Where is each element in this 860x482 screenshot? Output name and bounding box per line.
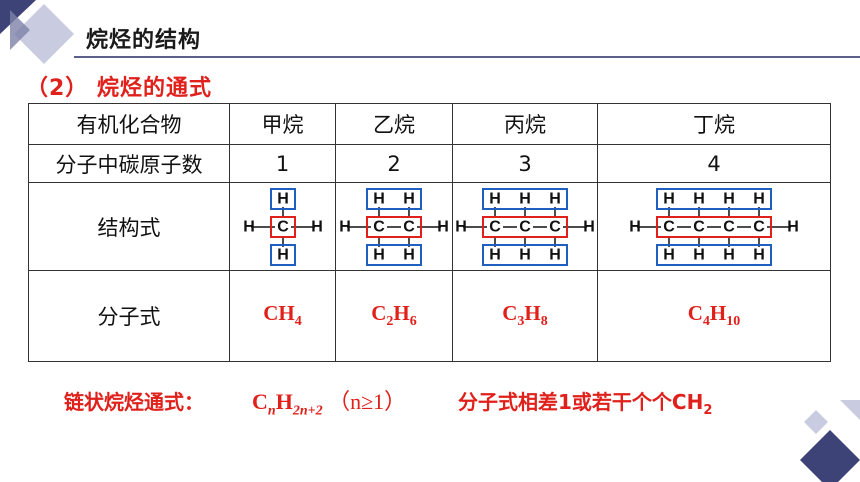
atom-label: H [519, 246, 531, 263]
atom-label: H [787, 218, 799, 235]
carbon-box [269, 215, 296, 238]
atom-label: H [549, 246, 561, 263]
atom-label: H [489, 246, 501, 263]
atom-label: H [663, 190, 675, 207]
molecular-formula: C2H6 [371, 301, 417, 330]
atom-label: H [339, 218, 351, 235]
carbon-count: 4 [597, 144, 831, 183]
atom-label: H [403, 246, 415, 263]
table-row: 分子中碳原子数 1 2 3 4 [28, 144, 831, 183]
atom-label: C [693, 218, 705, 235]
atom-label: H [753, 190, 765, 207]
atom-label: C [753, 218, 765, 235]
atom-label: H [519, 190, 531, 207]
atom-label: H [403, 190, 415, 207]
compound-name: 甲烷 [229, 103, 336, 145]
atom-label: C [373, 218, 385, 235]
atom-label: H [489, 190, 501, 207]
row-header-structure: 结构式 [28, 182, 230, 271]
molecular-formula: C3H8 [502, 301, 548, 330]
hydrogen-box [269, 243, 296, 266]
homolog-note: 分子式相差1或若干个个CH2 [458, 390, 713, 418]
row-header-molecular-formula: 分子式 [28, 270, 230, 362]
atom-label: H [723, 246, 735, 263]
carbon-count: 3 [452, 144, 598, 183]
page-title: 烷烃的结构 [86, 28, 202, 53]
hydrogen-box [269, 187, 296, 210]
atom-label: C [549, 218, 561, 235]
compound-name: 丙烷 [452, 103, 598, 145]
compound-name: 乙烷 [335, 103, 453, 145]
atom-label: C [277, 218, 289, 235]
molecular-formula: CH4 [263, 301, 302, 330]
atom-label: C [489, 218, 501, 235]
hydrogen-box [366, 243, 422, 266]
carbon-box [366, 215, 422, 238]
table-row: 分子式 CH4 C2H6 C3H8 C4H10 [28, 270, 831, 362]
atom-label: H [373, 190, 385, 207]
atom-label: H [455, 218, 467, 235]
corner-decoration-top-left [0, 0, 74, 64]
atom-label: H [277, 190, 289, 207]
atom-label: H [753, 246, 765, 263]
atom-label: H [723, 190, 735, 207]
carbon-box [482, 215, 568, 238]
row-header-compound: 有机化合物 [28, 103, 230, 145]
carbon-count: 2 [335, 144, 453, 183]
compound-name: 丁烷 [597, 103, 831, 145]
atom-label: H [437, 218, 449, 235]
hydrogen-box [366, 187, 422, 210]
atom-label: C [663, 218, 675, 235]
atom-label: H [277, 246, 289, 263]
atom-label: H [549, 190, 561, 207]
atom-label: C [403, 218, 415, 235]
hydrogen-box [656, 243, 772, 266]
atom-label: H [629, 218, 641, 235]
atom-label: H [243, 218, 255, 235]
carbon-box [656, 215, 772, 238]
atom-label: C [519, 218, 531, 235]
table-row: 有机化合物 甲烷 乙烷 丙烷 丁烷 [28, 103, 831, 145]
general-formula-label: 链状烷烃通式： [64, 390, 204, 414]
hydrogen-box [482, 243, 568, 266]
hydrogen-box [656, 187, 772, 210]
atom-label: H [583, 218, 595, 235]
general-formula: CnH2n+2 （n≥1） [252, 389, 407, 419]
carbon-count: 1 [229, 144, 336, 183]
molecular-formula: C4H10 [687, 301, 741, 330]
atom-label: H [693, 190, 705, 207]
atom-label: H [693, 246, 705, 263]
corner-decoration-bottom-right [800, 400, 860, 482]
atom-label: C [723, 218, 735, 235]
atom-label: H [663, 246, 675, 263]
hydrogen-box [482, 187, 568, 210]
header-underline [74, 56, 860, 58]
atom-label: H [311, 218, 323, 235]
atom-label: H [373, 246, 385, 263]
section-subtitle: （2） 烷烃的通式 [26, 76, 212, 101]
row-header-carbon-count: 分子中碳原子数 [28, 144, 230, 183]
